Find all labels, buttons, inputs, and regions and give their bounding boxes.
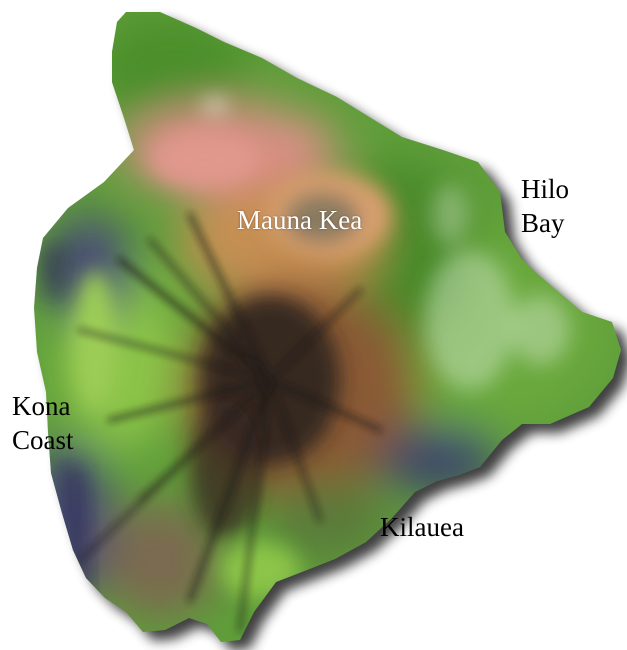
- kona-coast-label-line2: Coast: [12, 425, 74, 455]
- kona-coast-label-line1: Kona: [12, 391, 71, 421]
- hilo-bay-label: Hilo Bay: [521, 172, 569, 240]
- mauna-kea-label: Mauna Kea: [237, 205, 363, 235]
- hilo-bay-label-line1: Hilo: [521, 174, 570, 204]
- kilauea-label: Kilauea: [380, 512, 464, 542]
- hilo-bay-label-line2: Bay: [521, 208, 565, 238]
- kona-coast-label: Kona Coast: [12, 389, 74, 457]
